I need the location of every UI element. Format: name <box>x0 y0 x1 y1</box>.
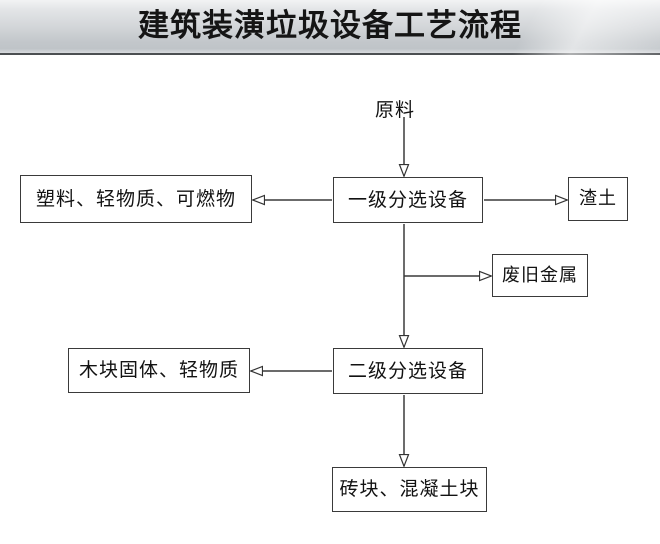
node-sorter-level-1-label: 一级分选设备 <box>347 188 468 211</box>
node-brick-concrete-label: 砖块、混凝土块 <box>339 478 480 500</box>
node-light-waste: 塑料、轻物质、可燃物 <box>20 175 252 223</box>
node-slag-soil-label: 渣土 <box>579 188 617 209</box>
page-title: 建筑装潢垃圾设备工艺流程 <box>138 8 522 44</box>
node-slag-soil: 渣土 <box>568 177 628 221</box>
node-sorter-level-2-label: 二级分选设备 <box>347 359 468 382</box>
node-scrap-metal-label: 废旧金属 <box>502 264 578 286</box>
node-scrap-metal: 废旧金属 <box>492 254 588 297</box>
node-light-waste-label: 塑料、轻物质、可燃物 <box>35 187 236 210</box>
node-wood-light-material: 木块固体、轻物质 <box>68 348 250 393</box>
title-bar: 建筑装潢垃圾设备工艺流程 <box>0 0 660 55</box>
node-sorter-level-2: 二级分选设备 <box>333 348 483 394</box>
node-raw-material: 原料 <box>374 99 415 121</box>
flowchart-canvas: 原料 一级分选设备 塑料、轻物质、可燃物 渣土 废旧金属 二级分选设备 木块固体… <box>0 55 660 544</box>
flowchart-connectors <box>0 117 660 544</box>
node-wood-light-material-label: 木块固体、轻物质 <box>78 359 239 381</box>
node-brick-concrete: 砖块、混凝土块 <box>332 467 487 512</box>
node-sorter-level-1: 一级分选设备 <box>333 177 483 223</box>
